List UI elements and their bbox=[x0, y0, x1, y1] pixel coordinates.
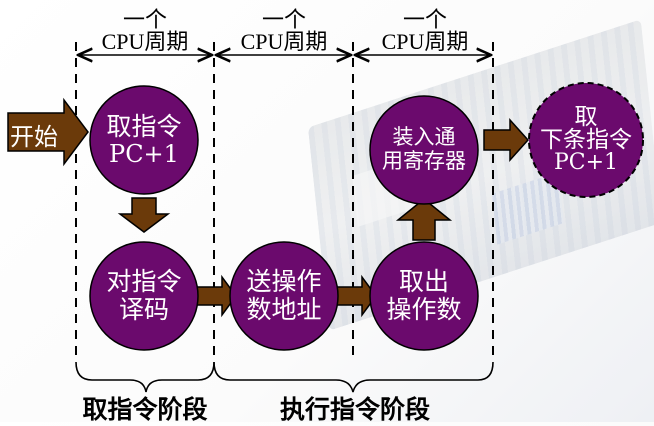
node-decode-instruction-text: 对指令 译码 bbox=[90, 242, 198, 350]
node-decode-instruction bbox=[89, 241, 199, 351]
brace-fetch-phase bbox=[75, 361, 215, 393]
node-text-line: 对指令 bbox=[106, 267, 182, 296]
node-text-line: 取出 bbox=[398, 267, 449, 296]
cycle-label-top: 一个 bbox=[122, 8, 167, 33]
node-load-general-register-text: 装入通 用寄存器 bbox=[370, 96, 478, 204]
node-fetch-operand bbox=[369, 241, 479, 351]
node-fetch-next-instruction-text: 取 下条指令 PC+1 bbox=[529, 83, 643, 197]
cycle-label-top: 一个 bbox=[402, 8, 447, 33]
arrow-send-address-to-fetch-operand bbox=[333, 274, 377, 318]
node-fetch-instruction-text: 取指令 PC+1 bbox=[90, 86, 198, 194]
cycle-label-top: 一个 bbox=[261, 8, 306, 33]
arrow-load-register-to-next-instruction bbox=[483, 118, 530, 162]
node-text-line: PC+1 bbox=[109, 139, 179, 168]
brace-execute-phase bbox=[213, 361, 494, 393]
node-load-general-register bbox=[369, 95, 479, 205]
node-text-line: 下条指令 bbox=[540, 127, 632, 153]
node-text-line: PC+1 bbox=[553, 150, 619, 175]
node-fetch-operand-text: 取出 操作数 bbox=[370, 242, 478, 350]
cycle-label-bottom: CPU周期 bbox=[381, 29, 469, 54]
cycle-label-bottom: CPU周期 bbox=[101, 29, 189, 54]
node-text-line: 取 bbox=[574, 104, 598, 130]
phase-label-execute: 执行指令阶段 bbox=[279, 395, 430, 424]
node-text-line: 用寄存器 bbox=[382, 149, 466, 173]
start-arrow bbox=[7, 97, 89, 167]
arrow-fetch-to-decode bbox=[117, 197, 171, 233]
node-fetch-instruction bbox=[89, 85, 199, 195]
cycle-label-bottom: CPU周期 bbox=[240, 29, 328, 54]
node-text-line: 装入通 bbox=[392, 125, 456, 150]
phase-label-fetch: 取指令阶段 bbox=[82, 395, 208, 424]
node-fetch-next-instruction bbox=[528, 82, 644, 198]
start-label: 开始 bbox=[10, 123, 58, 151]
node-text-line: 数地址 bbox=[246, 295, 322, 324]
node-text-line: 送操作 bbox=[246, 267, 322, 296]
node-send-operand-address-text: 送操作 数地址 bbox=[230, 242, 338, 350]
arrow-fetch-operand-to-load-register bbox=[395, 198, 453, 241]
node-text-line: 操作数 bbox=[386, 295, 462, 324]
node-text-line: 取指令 bbox=[106, 111, 182, 141]
arrow-decode-to-send-address bbox=[193, 274, 237, 318]
node-send-operand-address bbox=[229, 241, 339, 351]
node-text-line: 译码 bbox=[118, 295, 169, 324]
